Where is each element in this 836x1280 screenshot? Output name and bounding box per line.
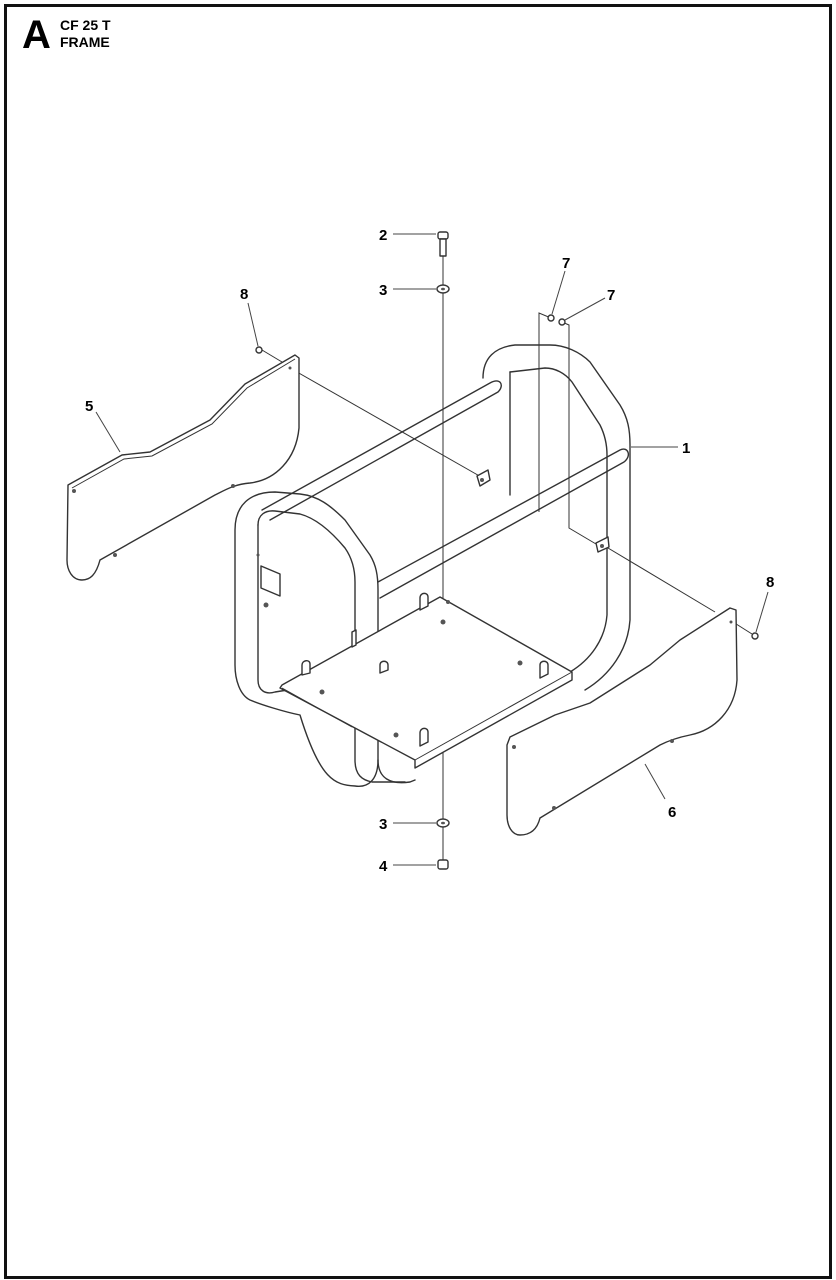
callout-4: 4 <box>379 858 388 875</box>
page-border <box>4 4 832 1279</box>
callout-8-right: 8 <box>766 574 774 591</box>
screw-8 <box>255 346 759 640</box>
callout-6: 6 <box>668 804 676 821</box>
callout-7-left: 7 <box>562 255 570 272</box>
callout-8-left: 8 <box>240 286 248 303</box>
callout-1: 1 <box>682 440 690 457</box>
washer-3-top <box>436 284 450 294</box>
nut-7 <box>547 314 566 326</box>
assembly-name: FRAME <box>60 34 110 50</box>
callout-numbers: 2 3 3 4 1 5 6 7 7 8 8 <box>85 227 774 875</box>
callout-leaders <box>95 233 769 866</box>
nut-4 <box>437 859 449 870</box>
callout-3-bottom: 3 <box>379 816 387 833</box>
sheet-title: CF 25 T FRAME <box>60 17 111 51</box>
base-plate <box>279 469 610 769</box>
side-panel-left <box>66 354 300 581</box>
alignment-lines <box>261 255 753 860</box>
model-name: CF 25 T <box>60 17 111 33</box>
tube-frame <box>234 344 631 787</box>
callout-3-top: 3 <box>379 282 387 299</box>
callout-2: 2 <box>379 227 387 244</box>
callout-7-right: 7 <box>607 287 615 304</box>
bolt-2 <box>437 231 449 257</box>
section-letter: A <box>22 13 51 57</box>
washer-3-bottom <box>436 818 450 828</box>
side-panel-right <box>506 607 738 836</box>
callout-5: 5 <box>85 398 93 415</box>
